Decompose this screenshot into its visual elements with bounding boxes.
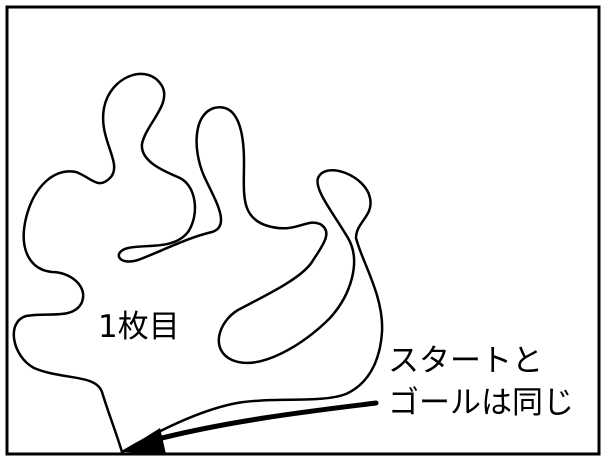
frame-border — [5, 5, 601, 456]
sheet-label: 1枚目 — [98, 309, 180, 345]
start-goal-note-line2: ゴールは同じ — [388, 385, 574, 421]
route-outline — [12, 72, 384, 454]
arrow-head — [122, 428, 166, 454]
arrow-shaft — [147, 400, 379, 444]
start-goal-note-line1: スタートと — [388, 343, 543, 379]
